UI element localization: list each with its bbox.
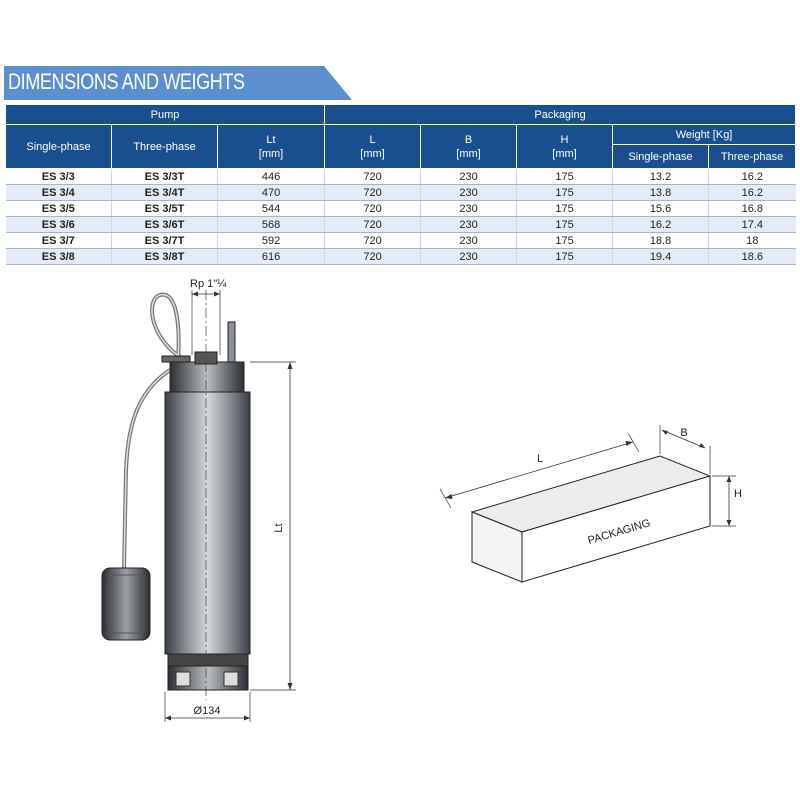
b-dimension-line (661, 429, 706, 449)
cell-l: 720 (324, 184, 422, 201)
cell-single: ES 3/5 (5, 200, 112, 217)
float-switch (101, 567, 151, 641)
cell-lt: 592 (217, 232, 326, 249)
cell-h: 175 (516, 200, 614, 217)
cell-w-three: 16.8 (708, 200, 796, 217)
technical-drawings: Rp 1"¼ Lt Ø134 PACKAGING L B (101, 278, 742, 722)
box-front (521, 475, 711, 583)
table-row: ES 3/4 ES 3/4T 470 720 230 175 13.8 16.2 (5, 184, 796, 201)
b-label: B (464, 133, 473, 146)
table-row: ES 3/3 ES 3/3T 446 720 230 175 13.2 16.2 (5, 168, 796, 185)
h-dim-label: H (734, 488, 742, 500)
cable-loop (150, 292, 187, 362)
pump-illustration: Rp 1"¼ Lt Ø134 (101, 278, 296, 722)
cell-w-three: 16.2 (708, 184, 796, 201)
cell-l: 720 (324, 216, 422, 233)
lt-unit: [mm] (258, 147, 284, 160)
cell-three: ES 3/4T (111, 184, 218, 201)
cell-h: 175 (516, 232, 614, 249)
b-unit: [mm] (456, 147, 481, 160)
packaging-illustration: PACKAGING L B H (439, 425, 742, 583)
table-row: ES 3/6 ES 3/6T 568 720 230 175 16.2 17.4 (5, 216, 796, 233)
pump-body (164, 391, 251, 655)
cell-w-three: 18 (708, 232, 796, 249)
cell-l: 720 (324, 200, 422, 217)
cell-lt: 446 (217, 168, 326, 185)
cell-h: 175 (516, 248, 614, 265)
h-label: H (560, 133, 569, 146)
cell-three: ES 3/3T (111, 168, 218, 185)
l-unit: [mm] (360, 147, 385, 160)
vent-pipe (227, 321, 236, 363)
cell-l: 720 (324, 232, 422, 249)
col-header-lt: Lt[mm] (216, 124, 326, 169)
rp-label: Rp 1"¼ (190, 278, 227, 290)
lt-label: Lt (266, 133, 276, 146)
section-banner: DIMENSIONS AND WEIGHTS (4, 66, 352, 100)
group-header-pump: Pump (4, 104, 326, 125)
cell-lt: 616 (217, 248, 326, 265)
table-row: ES 3/8 ES 3/8T 616 720 230 175 19.4 18.6 (5, 248, 796, 265)
lt-dim-label: Lt (273, 523, 285, 532)
table-row: ES 3/7 ES 3/7T 592 720 230 175 18.8 18 (5, 232, 796, 249)
b-dim-label: B (680, 427, 687, 439)
cell-b: 230 (420, 200, 518, 217)
cell-w-single: 18.8 (612, 232, 710, 249)
l-dim-label: L (537, 453, 543, 465)
col-header-l: L[mm] (324, 124, 422, 169)
cell-h: 175 (516, 216, 614, 233)
float-cable (122, 368, 172, 571)
cell-l: 720 (324, 248, 422, 265)
cell-b: 230 (420, 248, 518, 265)
dimensions-table: Pump Packaging Single-phase Three-phase … (4, 104, 797, 265)
diameter-label: Ø134 (194, 705, 221, 717)
cell-w-three: 16.2 (708, 168, 796, 185)
cell-w-single: 19.4 (612, 248, 710, 265)
cell-three: ES 3/6T (111, 216, 218, 233)
cell-b: 230 (420, 216, 518, 233)
cell-lt: 568 (217, 216, 326, 233)
cell-single: ES 3/6 (5, 216, 112, 233)
col-header-single-phase: Single-phase (5, 124, 112, 169)
pump-head (169, 361, 245, 393)
cell-single: ES 3/3 (5, 168, 112, 185)
cell-single: ES 3/7 (5, 232, 112, 249)
cell-l: 720 (324, 168, 422, 185)
cell-b: 230 (420, 168, 518, 185)
l-dimension-line (444, 441, 634, 499)
cell-lt: 544 (217, 200, 326, 217)
cell-three: ES 3/7T (111, 232, 218, 249)
cell-lt: 470 (217, 184, 326, 201)
cell-single: ES 3/8 (5, 248, 112, 265)
col-header-weight-single: Single-phase (612, 144, 710, 169)
cell-w-single: 16.2 (612, 216, 710, 233)
cell-h: 175 (516, 168, 614, 185)
banner-shape (4, 66, 352, 100)
cell-single: ES 3/4 (5, 184, 112, 201)
col-header-b: B[mm] (420, 124, 518, 169)
cell-w-single: 15.6 (612, 200, 710, 217)
cell-b: 230 (420, 184, 518, 201)
table-row: ES 3/5 ES 3/5T 544 720 230 175 15.6 16.8 (5, 200, 796, 217)
cell-three: ES 3/5T (111, 200, 218, 217)
page-title: DIMENSIONS AND WEIGHTS (8, 69, 245, 94)
group-header-packaging: Packaging (324, 104, 797, 125)
h-unit: [mm] (552, 147, 577, 160)
l-label: L (369, 133, 376, 146)
cell-b: 230 (420, 232, 518, 249)
cell-w-single: 13.8 (612, 184, 710, 201)
cell-w-three: 18.6 (708, 248, 796, 265)
col-header-h: H[mm] (516, 124, 614, 169)
col-header-weight-three: Three-phase (708, 144, 797, 169)
cell-h: 175 (516, 184, 614, 201)
cell-w-three: 17.4 (708, 216, 796, 233)
col-header-weight: Weight [Kg] (612, 124, 797, 145)
cell-w-single: 13.2 (612, 168, 710, 185)
cell-three: ES 3/8T (111, 248, 218, 265)
col-header-three-phase: Three-phase (111, 124, 218, 169)
